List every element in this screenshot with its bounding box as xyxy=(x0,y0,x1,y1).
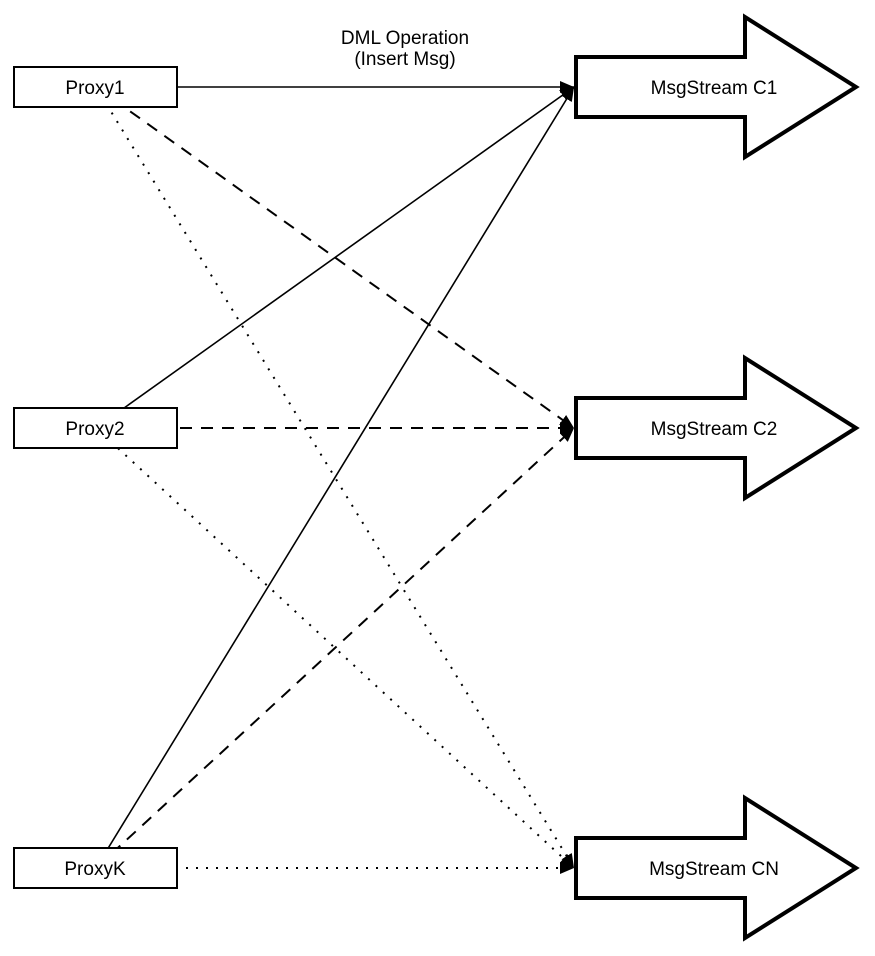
proxy-node-proxy2: Proxy2 xyxy=(13,407,178,449)
edge-proxy2-to-msgstream-cn xyxy=(95,427,575,869)
msgstream-cn-label: MsgStream CN xyxy=(649,859,779,880)
edge-proxy2-to-msgstream-c1 xyxy=(95,86,575,429)
msgstream-c1-label: MsgStream C1 xyxy=(651,78,778,99)
proxy1-label: Proxy1 xyxy=(65,78,124,99)
msgstream-cn-arrow-shape xyxy=(574,794,860,942)
msgstream-c2-label: MsgStream C2 xyxy=(651,419,778,440)
diagram-title-line1: DML Operation xyxy=(341,28,469,49)
proxyk-label: ProxyK xyxy=(64,859,126,880)
edge-group xyxy=(95,81,575,874)
edge-proxyk-to-msgstream-c1 xyxy=(95,86,575,869)
proxy2-box xyxy=(13,407,178,449)
diagram-title-line2: (Insert Msg) xyxy=(354,49,455,70)
msgstream-c1-arrow-shape xyxy=(574,13,860,161)
proxy1-box xyxy=(13,66,178,108)
stream-node-c2: MsgStream C2 xyxy=(574,354,860,502)
proxyk-box xyxy=(13,847,178,889)
proxy-node-proxyk: ProxyK xyxy=(13,847,178,889)
proxy-node-proxy1: Proxy1 xyxy=(13,66,178,108)
edge-proxyk-to-msgstream-c2 xyxy=(95,427,575,869)
stream-node-c1: MsgStream C1 xyxy=(574,13,860,161)
stream-node-cn: MsgStream CN xyxy=(574,794,860,942)
edge-proxy1-to-msgstream-c2 xyxy=(95,86,575,429)
msgstream-c2-arrow-shape xyxy=(574,354,860,502)
proxy2-label: Proxy2 xyxy=(65,419,124,440)
